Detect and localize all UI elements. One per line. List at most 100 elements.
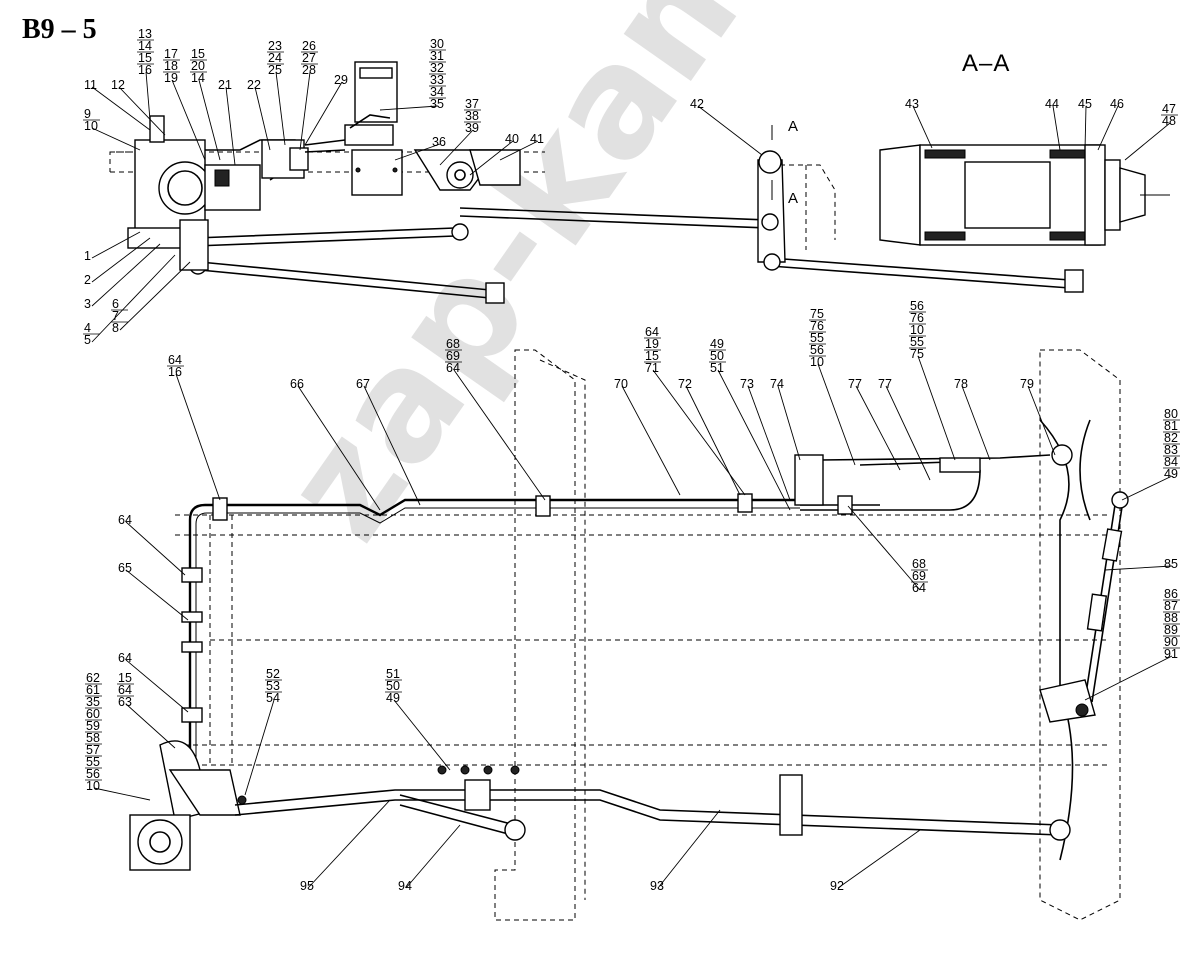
bottom-callout-number: 76 — [810, 319, 824, 333]
bottom-callout-number: 55 — [86, 755, 100, 769]
bottom-callout-number: 82 — [1164, 431, 1178, 445]
top-leader-19 — [1084, 105, 1087, 151]
top-callout-number: 4 — [84, 321, 91, 335]
bottom-leader-28 — [405, 824, 461, 889]
bottom-callout-number: 72 — [678, 377, 692, 391]
bottom-callout-number: 56 — [86, 767, 100, 781]
top-callout-number: 36 — [432, 135, 446, 149]
bottom-callout-number: 62 — [86, 671, 100, 685]
drag-links-plan — [234, 765, 1071, 841]
top-callout-number: 10 — [84, 119, 98, 133]
top-leader-24 — [91, 243, 161, 307]
bottom-callout-number: 74 — [770, 377, 784, 391]
bottom-callout-number: 75 — [910, 347, 924, 361]
hydraulic-lines — [188, 454, 1051, 760]
bottom-callout-number: 66 — [290, 377, 304, 391]
top-leader-26 — [119, 261, 191, 331]
top-callout-number: 45 — [1078, 97, 1092, 111]
top-leader-0 — [145, 71, 151, 121]
bottom-callout-number: 49 — [386, 691, 400, 705]
bottom-callout-number: 35 — [86, 695, 100, 709]
bottom-callout-number: 68 — [912, 557, 926, 571]
bottom-callout-number: 69 — [912, 569, 926, 583]
top-callout-number: 33 — [430, 73, 444, 87]
bottom-leader-10 — [817, 363, 856, 466]
top-leader-11 — [379, 105, 439, 111]
valve-unit — [261, 139, 346, 179]
bottom-leader-27 — [307, 799, 391, 889]
bottom-callout-number: 19 — [645, 337, 659, 351]
top-callout-number: 12 — [111, 78, 125, 92]
top-leader-22 — [91, 231, 141, 259]
top-leader-4 — [118, 86, 166, 136]
bottom-callout-number: 87 — [1164, 599, 1178, 613]
top-leader-1 — [171, 79, 206, 161]
section-a-a-cylinder — [879, 144, 1170, 246]
top-leader-20 — [1097, 105, 1119, 151]
bottom-callout-number: 80 — [1164, 407, 1178, 421]
section-label: A–A — [962, 50, 1011, 77]
bottom-callout-number: 93 — [650, 879, 664, 893]
bottom-leader-18 — [1084, 655, 1173, 701]
top-leader-7 — [254, 86, 271, 151]
bottom-leader-17 — [1104, 565, 1173, 571]
bottom-callout-number: 58 — [86, 731, 100, 745]
bottom-callout-number: 90 — [1164, 635, 1178, 649]
bottom-callout-number: 53 — [266, 679, 280, 693]
bottom-callout-number: 64 — [118, 651, 132, 665]
top-leader-13 — [439, 129, 474, 166]
bottom-callout-number: 64 — [912, 581, 926, 595]
top-callout-number: 16 — [138, 63, 152, 77]
top-leader-9 — [299, 71, 311, 151]
section-mark-bottom: A — [788, 190, 799, 207]
bottom-callout-number: 64 — [118, 513, 132, 527]
bottom-callout-number: 51 — [710, 361, 724, 375]
bottom-callout-number: 67 — [356, 377, 370, 391]
steering-gear-plan — [129, 740, 247, 871]
bottom-callout-number: 55 — [810, 331, 824, 345]
bottom-callout-number: 83 — [1164, 443, 1178, 457]
bottom-callout-number: 64 — [168, 353, 182, 367]
top-callout-number: 43 — [905, 97, 919, 111]
bottom-callout-number: 63 — [118, 695, 132, 709]
top-leader-5 — [91, 127, 141, 151]
bottom-callout-number: 81 — [1164, 419, 1178, 433]
top-callout-number: 39 — [465, 121, 479, 135]
bottom-leader-26 — [393, 699, 451, 771]
bottom-callout-number: 61 — [86, 683, 100, 697]
bottom-callout-number: 77 — [878, 377, 892, 391]
top-leader-3 — [91, 86, 151, 131]
top-leader-16 — [697, 105, 763, 156]
top-callout-number: 13 — [138, 27, 152, 41]
bottom-callout-number: 89 — [1164, 623, 1178, 637]
top-leader-8 — [275, 71, 286, 146]
top-leader-25 — [91, 254, 176, 343]
top-callout-number: 37 — [465, 97, 479, 111]
top-callout-number: 15 — [191, 47, 205, 61]
bottom-callout-number: 94 — [398, 879, 412, 893]
bottom-leader-14 — [961, 385, 991, 461]
top-callout-number: 24 — [268, 51, 282, 65]
bottom-callout-number: 56 — [810, 343, 824, 357]
bottom-callout-number: 71 — [645, 361, 659, 375]
top-callout-number: 40 — [505, 132, 519, 146]
top-callout-number: 22 — [247, 78, 261, 92]
bottom-leader-15 — [1027, 385, 1056, 456]
top-callout-number: 38 — [465, 109, 479, 123]
bottom-leader-5 — [621, 385, 681, 496]
top-callout-number: 2 — [84, 273, 91, 287]
bottom-callout-number: 57 — [86, 743, 100, 757]
top-leader-17 — [912, 105, 933, 149]
bottom-callout-number: 68 — [446, 337, 460, 351]
top-leader-23 — [91, 237, 151, 283]
bottom-leader-24 — [125, 703, 176, 749]
top-callout-number: 46 — [1110, 97, 1124, 111]
bottom-callout-number: 50 — [710, 349, 724, 363]
top-callout-number: 1 — [84, 249, 91, 263]
bottom-leader-0 — [175, 373, 221, 501]
bracket-plates — [413, 149, 521, 191]
top-callout-number: 8 — [112, 321, 119, 335]
section-mark-top: A — [788, 118, 799, 135]
top-callout-number: 20 — [191, 59, 205, 73]
bottom-callout-number: 15 — [645, 349, 659, 363]
